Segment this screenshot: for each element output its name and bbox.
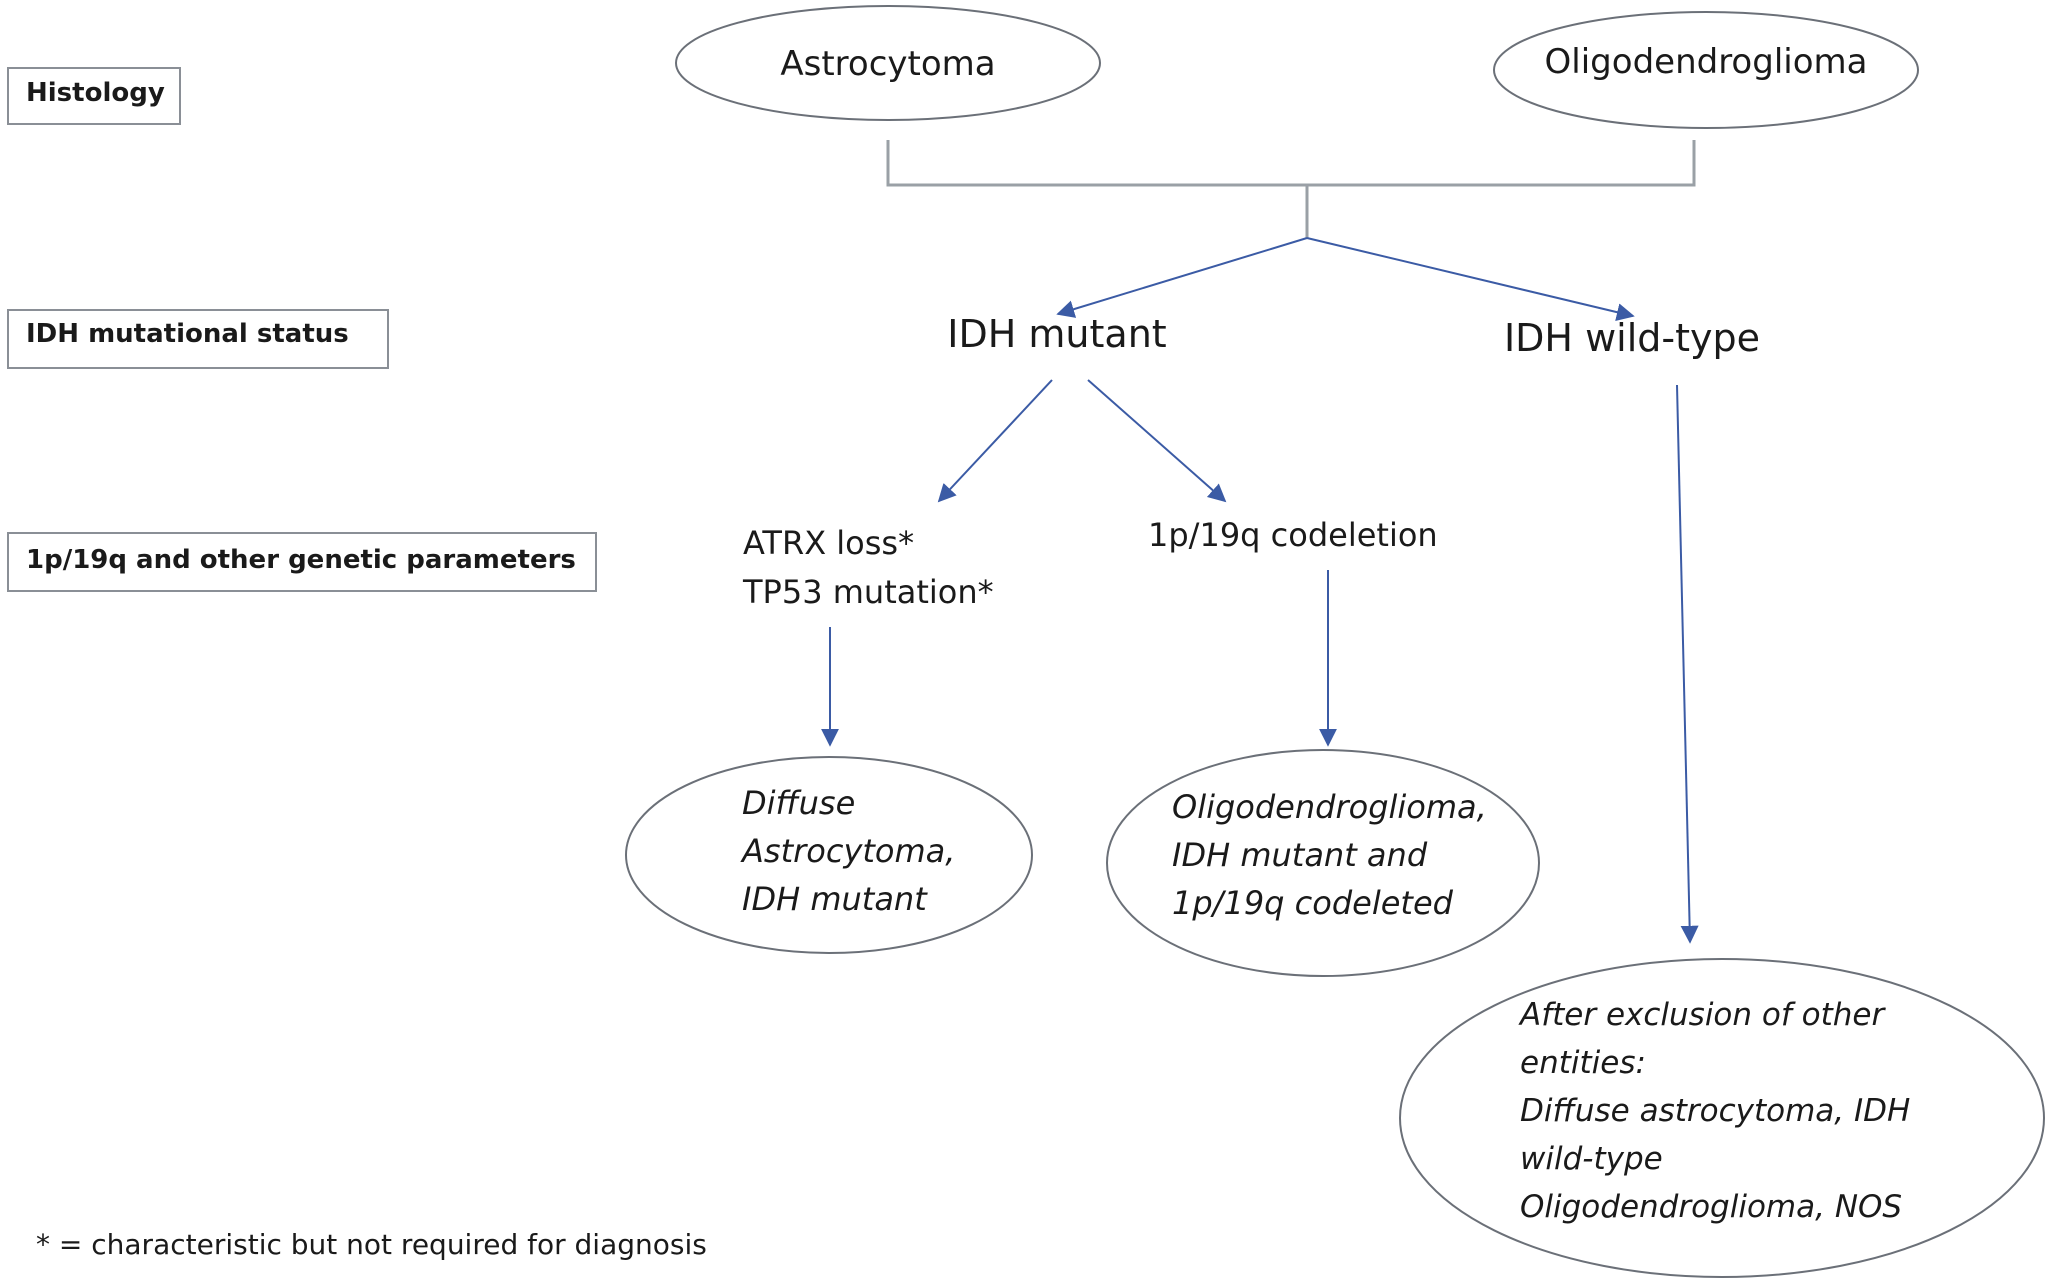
row-label-histology: Histology [7,67,181,125]
histology-connector [886,140,1696,238]
genetic-split-arrows [937,379,1699,944]
row-label-idh-status: IDH mutational status [7,309,389,369]
outcome-exclusion-line-4: wild-type [1520,1141,1663,1177]
outcome-exclusion-line-1: After exclusion of other [1518,997,1886,1033]
row-label-genetic-text: 1p/19q and other genetic parameters [26,545,576,575]
node-idh-mutant: IDH mutant [947,312,1166,356]
svg-text:Oligodendroglioma, IDH m: Oligodendroglioma, IDH mutant and 1p/19q… [1172,788,1497,922]
outcome-diffuse-astro-line-2: Astrocytoma, [740,832,955,870]
outcome-oligo-line-3: 1p/19q codeleted [1172,884,1454,922]
row-label-histology-text: Histology [26,78,165,108]
outcome-diffuse-astro-line-3: IDH mutant [742,880,928,918]
idh-split-arrows [1056,237,1635,321]
arrow-to-idh-mutant [1056,237,1308,318]
outcome-arrows [821,570,1337,747]
outcome-oligo-line-1: Oligodendroglioma, [1172,788,1487,826]
arrow-to-idh-wild-type [1306,237,1635,321]
node-astrocytoma-text: Astrocytoma [780,44,995,84]
node-oligodendroglioma: Oligodendroglioma [1493,11,1919,129]
svg-text:After exclusion of other: After exclusion of other entities: Diffu… [1518,997,1920,1225]
node-idh-wild-type: IDH wild-type [1504,316,1760,360]
node-atrx-loss: ATRX loss* [743,524,914,562]
arrow-to-atrx [937,379,1053,503]
node-codeletion: 1p/19q codeletion [1148,516,1438,554]
row-label-idh-status-text: IDH mutational status [26,319,349,349]
outcome-oligo-codeleted: Oligodendroglioma, IDH mutant and 1p/19q… [1106,749,1540,977]
svg-text:Diffuse Astrocytoma,: Diffuse Astrocytoma, IDH mutant [740,784,966,918]
arrow-to-codeletion [1087,379,1227,503]
outcome-diffuse-astro-line-1: Diffuse [742,784,855,822]
node-oligodendroglioma-text: Oligodendroglioma [1545,42,1868,82]
outcome-diffuse-astrocytoma: Diffuse Astrocytoma, IDH mutant [625,756,1033,954]
outcome-exclusion-line-3: Diffuse astrocytoma, IDH [1520,1093,1910,1129]
outcome-after-exclusion: After exclusion of other entities: Diffu… [1399,958,2045,1278]
outcome-oligo-line-2: IDH mutant and [1172,836,1428,874]
node-tp53-mutation: TP53 mutation* [742,573,994,611]
outcome-exclusion-line-2: entities: [1520,1045,1646,1081]
footnote: * = characteristic but not required for … [36,1228,707,1261]
arrow-wild-type-to-exclusion [1676,384,1699,944]
outcome-exclusion-line-5: Oligodendroglioma, NOS [1520,1189,1902,1225]
node-astrocytoma: Astrocytoma [675,5,1101,121]
row-label-genetic: 1p/19q and other genetic parameters [7,532,597,592]
